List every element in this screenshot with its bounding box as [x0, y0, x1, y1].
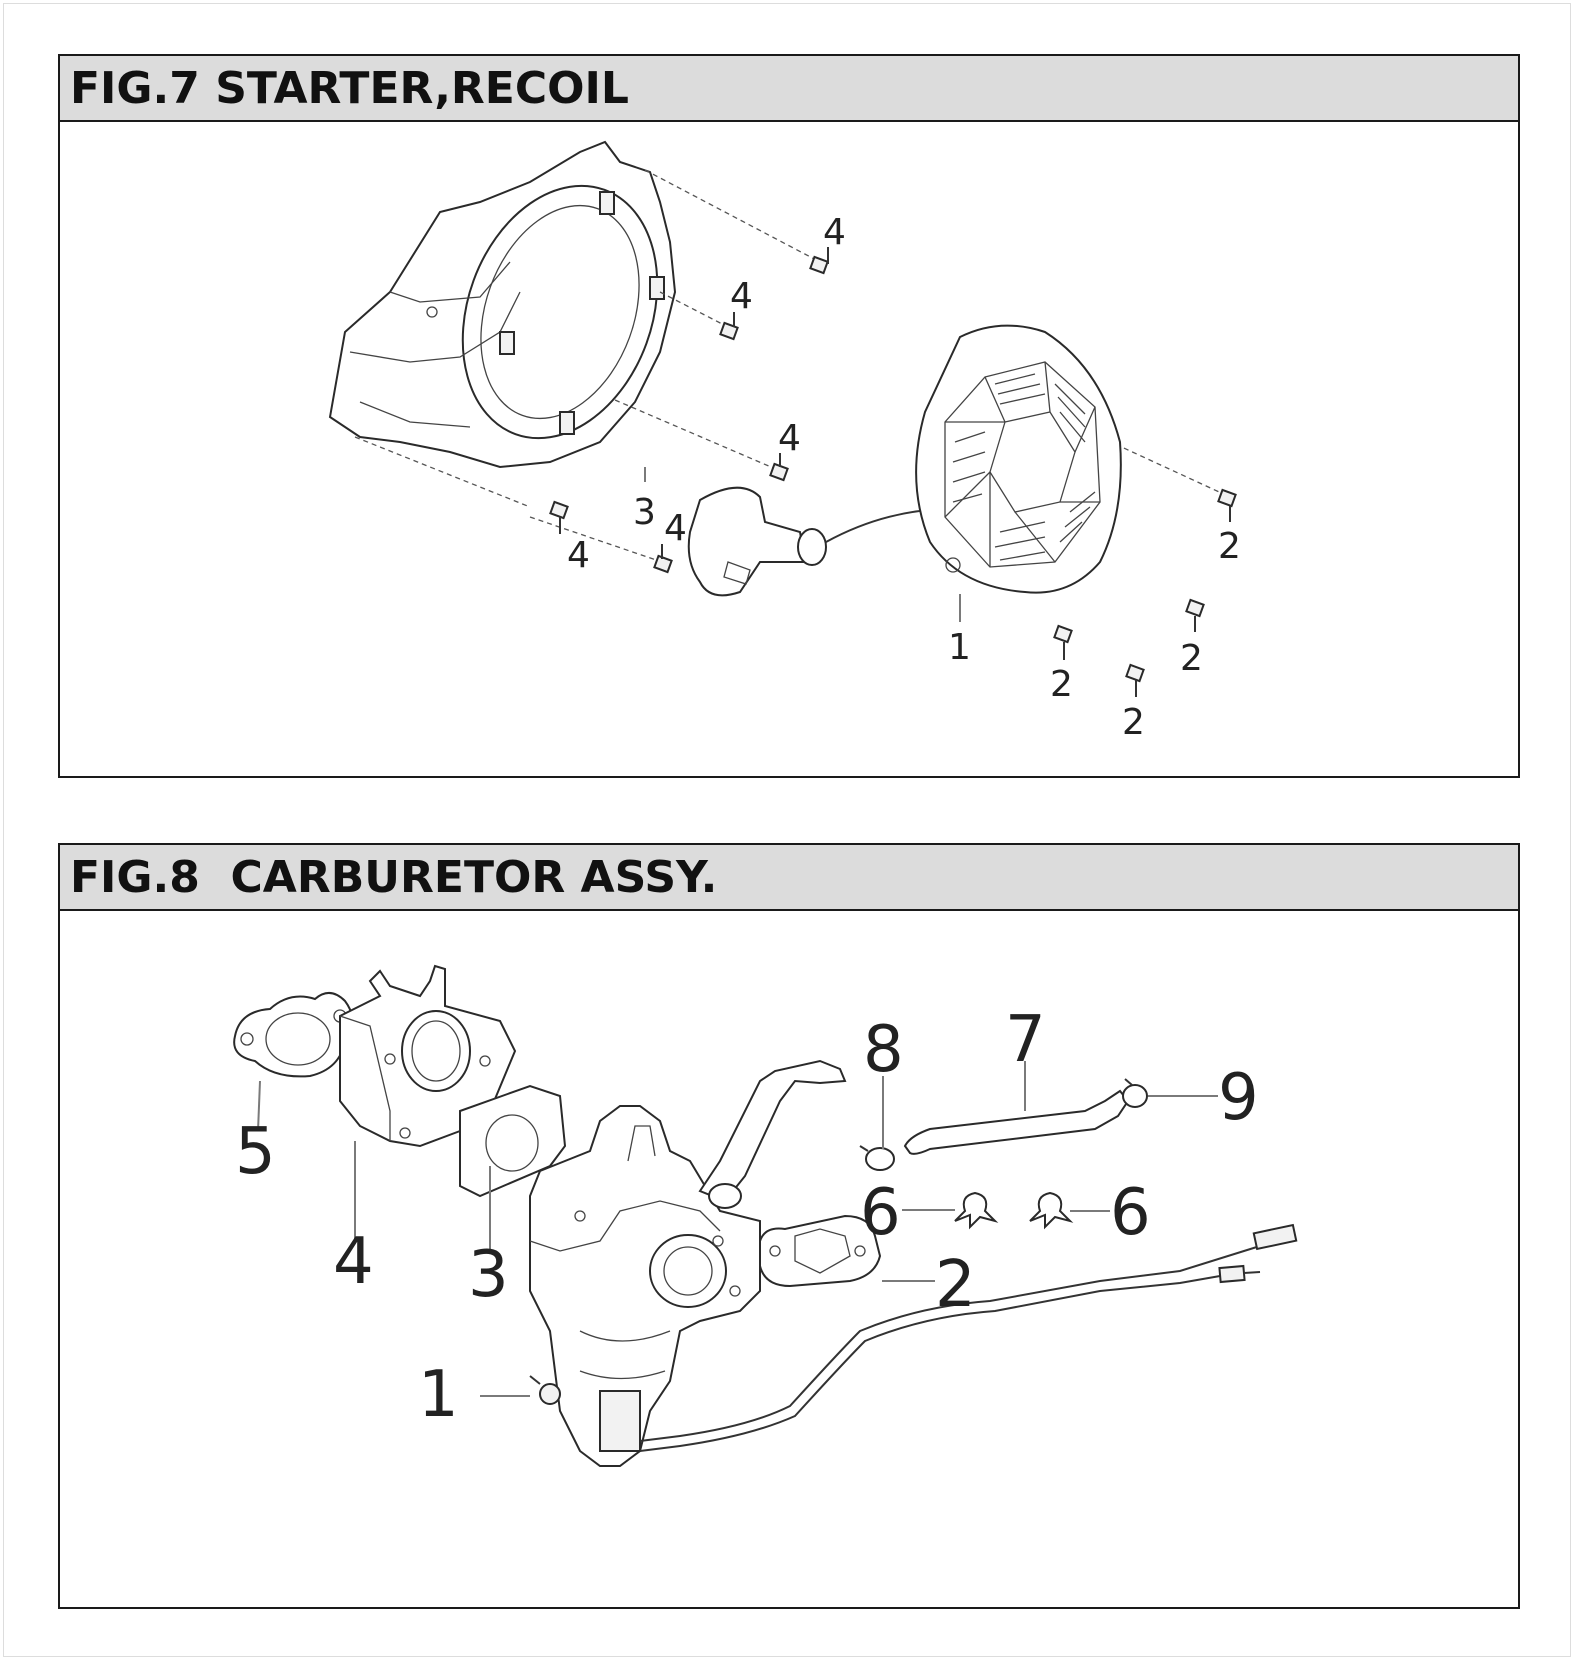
callout-screw-c: 4 [778, 418, 801, 459]
carburetor-assy-diagram: 5 4 3 1 2 6 6 8 7 9 [233, 964, 1298, 1467]
page-frame [3, 3, 1571, 1657]
fuel-pipe-part [903, 1089, 1130, 1155]
clip-b-part [1029, 1191, 1074, 1230]
gasket-carb-part [759, 1214, 882, 1288]
callout-gasket-insulator: 3 [468, 1238, 509, 1312]
figure-title: FIG.8 CARBURETOR ASSY. [70, 851, 718, 903]
callout-screw-a: 4 [823, 212, 846, 253]
fan-cover-part [328, 140, 677, 469]
screw-d-part [549, 500, 569, 534]
insulator-part [339, 964, 517, 1148]
figure-header: FIG.8 CARBURETOR ASSY. [60, 845, 1518, 911]
clip-a-part [954, 1191, 999, 1230]
screw-e-part [653, 544, 673, 574]
bolt-d-part [1125, 663, 1145, 697]
figure-header: FIG.7 STARTER,RECOIL [60, 56, 1518, 122]
starter-handle-part [687, 486, 961, 597]
bolt-a-part [1217, 488, 1237, 522]
callout-gasket-intake: 5 [235, 1115, 276, 1189]
screw-b-part [719, 312, 739, 341]
callout-screw-d: 4 [567, 535, 590, 576]
gasket-insulator-part [459, 1084, 567, 1198]
gasket-intake-part [233, 992, 354, 1078]
callout-clamp-b: 9 [1218, 1061, 1259, 1135]
figure-title: FIG.7 STARTER,RECOIL [70, 62, 629, 114]
figure-carburetor-assy: FIG.8 CARBURETOR ASSY. [58, 843, 1520, 1609]
callout-bolt-d: 2 [1122, 702, 1145, 743]
callout-clip-a: 6 [860, 1176, 901, 1250]
callout-screw-e: 4 [664, 508, 687, 549]
bolt-c-part [1053, 624, 1073, 660]
recoil-starter-part [915, 324, 1122, 594]
screw-c-part [769, 453, 789, 482]
starter-recoil-diagram: 4 4 4 4 4 3 2 2 2 2 1 [328, 140, 1241, 743]
figure-body: 5 4 3 1 2 6 6 8 7 9 [60, 911, 1518, 1607]
callout-recoil-starter: 1 [948, 627, 971, 668]
carburetor-part [529, 1059, 847, 1467]
callout-insulator: 4 [333, 1225, 374, 1299]
callout-bolt-b: 2 [1180, 638, 1203, 679]
bolt-b-part [1185, 598, 1205, 632]
callout-screw-b: 4 [730, 276, 753, 317]
screw-a-part [809, 247, 829, 275]
callout-fan-cover: 3 [633, 492, 656, 533]
clamp-a-part [859, 1145, 895, 1171]
figure-starter-recoil: FIG.7 STARTER,RECOIL [58, 54, 1520, 778]
callout-bolt-c: 2 [1050, 664, 1073, 705]
wire-harness-part [639, 1223, 1298, 1452]
callout-fuel-pipe: 7 [1005, 1003, 1046, 1077]
callout-clamp-a: 8 [863, 1013, 904, 1087]
callout-bolt-a: 2 [1218, 526, 1241, 567]
callout-carburetor: 1 [418, 1358, 459, 1432]
callout-clip-b: 6 [1110, 1176, 1151, 1250]
clamp-b-part [1122, 1078, 1148, 1108]
figure-body: 4 4 4 4 4 3 2 2 2 2 1 [60, 122, 1518, 776]
callout-gasket-carb: 2 [935, 1248, 976, 1322]
